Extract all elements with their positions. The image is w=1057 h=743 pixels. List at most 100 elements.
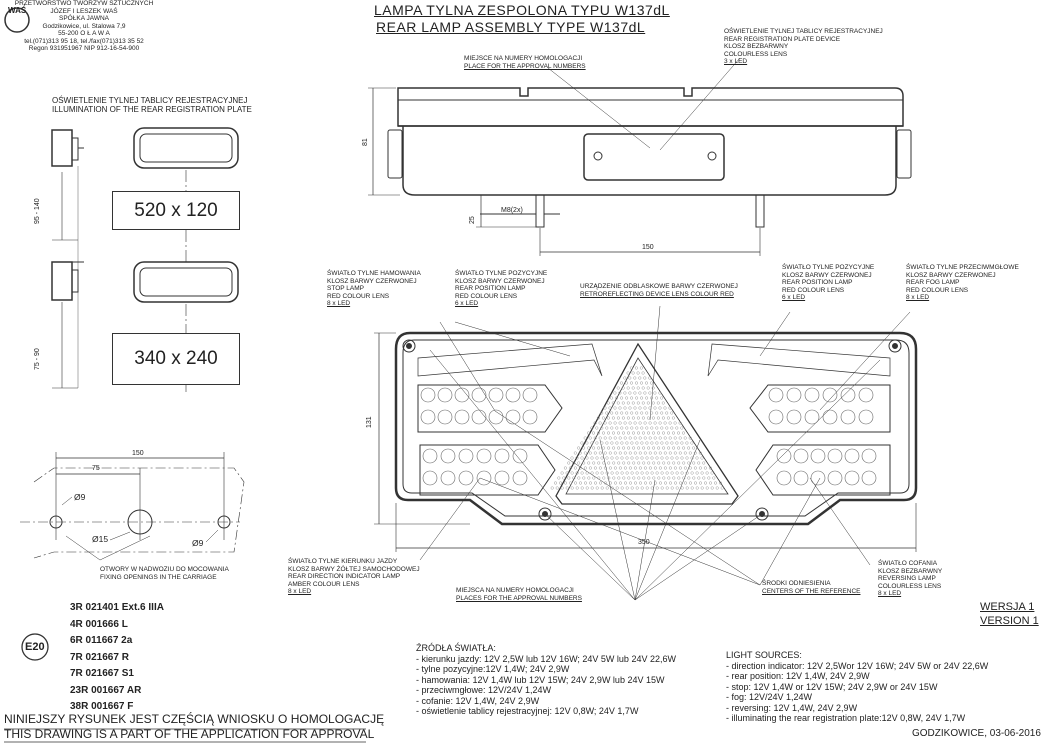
title-pl: LAMPA TYLNA ZESPOLONA TYPU W137dL xyxy=(374,2,670,18)
reflex-cell xyxy=(613,436,617,440)
reflex-cell xyxy=(656,401,660,405)
reflex-cell xyxy=(610,456,614,460)
reflex-cell xyxy=(588,436,592,440)
reflex-cell xyxy=(637,461,641,465)
led xyxy=(476,448,492,464)
reflex-cell xyxy=(687,461,691,465)
led xyxy=(844,470,860,486)
reflex-cell xyxy=(595,486,599,490)
reflex-cell xyxy=(580,486,584,490)
label-position-right: ŚWIATŁO TYLNE POZYCYJNE KLOSZ BARWY CZER… xyxy=(782,264,874,302)
reflex-cell xyxy=(641,416,645,420)
reflex-cell xyxy=(658,451,662,455)
reflex-cell xyxy=(633,451,637,455)
reflex-cell xyxy=(582,476,586,480)
reflex-cell xyxy=(625,411,629,415)
reflex-cell xyxy=(670,486,674,490)
label-stop-lamp: ŚWIATŁO TYLNE HAMOWANIA KLOSZ BARWY CZER… xyxy=(327,270,421,308)
reflex-cell xyxy=(689,481,693,485)
reflex-cell xyxy=(663,406,667,410)
reflex-cell xyxy=(660,456,664,460)
reflex-cell xyxy=(630,411,634,415)
reflex-cell xyxy=(672,431,676,435)
reflex-cell xyxy=(598,436,602,440)
reflex-cell xyxy=(610,411,614,415)
reflex-cell xyxy=(697,476,701,480)
reflex-cell xyxy=(665,471,669,475)
reflex-cell xyxy=(660,411,664,415)
reflex-cell xyxy=(667,431,671,435)
reflex-cell xyxy=(582,461,586,465)
source-line: - fog: 12V/24V 1,24W xyxy=(726,692,813,702)
reflex-cell xyxy=(611,401,615,405)
label-line: 8 x LED xyxy=(878,590,902,597)
reflex-cell xyxy=(647,431,651,435)
company-line: SPÓŁKA JAWNA xyxy=(59,15,109,22)
reflex-cell xyxy=(590,486,594,490)
reflex-cell xyxy=(570,486,574,490)
reflex-cell xyxy=(661,416,665,420)
reflex-cell xyxy=(641,371,645,375)
reflex-cell xyxy=(603,466,607,470)
reflex-cell xyxy=(710,471,714,475)
reflex-cell xyxy=(663,436,667,440)
led-clusters xyxy=(420,387,877,486)
reflex-cell xyxy=(593,466,597,470)
reflex-cell xyxy=(646,416,650,420)
reflex-cell xyxy=(700,456,704,460)
label-line: MIEJSCE NA NUMERY HOMOLOGACJI xyxy=(464,55,583,62)
reflex-cell xyxy=(607,446,611,450)
reflex-cell xyxy=(578,451,582,455)
reflex-cell xyxy=(597,431,601,435)
sources-pl: ŹRÓDŁA ŚWIATŁA: - kierunku jazdy: 12V 2,… xyxy=(416,643,676,717)
reflex-cell xyxy=(567,476,571,480)
reflex-cell xyxy=(627,461,631,465)
reflex-cell xyxy=(623,391,627,395)
reflex-cell xyxy=(615,396,619,400)
reflex-cell xyxy=(602,446,606,450)
reflex-cell xyxy=(632,476,636,480)
label-line: REAR POSITION LAMP xyxy=(455,285,526,292)
reflex-cell xyxy=(638,421,642,425)
reflex-cell xyxy=(618,436,622,440)
reflex-cell xyxy=(610,471,614,475)
reflex-cell xyxy=(650,471,654,475)
reflex-cell xyxy=(580,456,584,460)
reflex-cell xyxy=(623,436,627,440)
reflex-cell xyxy=(648,421,652,425)
reflex-cell xyxy=(628,391,632,395)
reflex-cell xyxy=(626,401,630,405)
reflex-cell xyxy=(680,471,684,475)
reflex-cell xyxy=(625,441,629,445)
reflex-cell xyxy=(690,471,694,475)
reflex-cell xyxy=(650,441,654,445)
led xyxy=(512,448,528,464)
reflex-cell xyxy=(645,396,649,400)
reflex-cell xyxy=(565,486,569,490)
reflex-cell xyxy=(675,441,679,445)
led xyxy=(458,448,474,464)
reflex-cell xyxy=(623,466,627,470)
reflex-cell xyxy=(620,381,624,385)
led xyxy=(776,448,792,464)
reflex-cell xyxy=(605,471,609,475)
reflex-cell xyxy=(595,456,599,460)
reflex-cell xyxy=(622,476,626,480)
reflex-cell xyxy=(631,386,635,390)
reflex-cell xyxy=(575,471,579,475)
hole-9-left: Ø9 xyxy=(74,492,86,502)
reflex-cell xyxy=(690,456,694,460)
reflex-cell xyxy=(683,466,687,470)
reflex-cell xyxy=(653,436,657,440)
led xyxy=(804,409,820,425)
label-line: COLOURLESS LENS xyxy=(878,582,942,590)
reflex-cell xyxy=(620,396,624,400)
reflex-cell xyxy=(562,476,566,480)
reflex-cell xyxy=(660,471,664,475)
reflex-cell xyxy=(602,461,606,465)
reflex-cell xyxy=(607,476,611,480)
reflex-cell xyxy=(597,461,601,465)
reflex-cell xyxy=(665,441,669,445)
reflex-cell xyxy=(648,436,652,440)
reflex-cell xyxy=(638,466,642,470)
